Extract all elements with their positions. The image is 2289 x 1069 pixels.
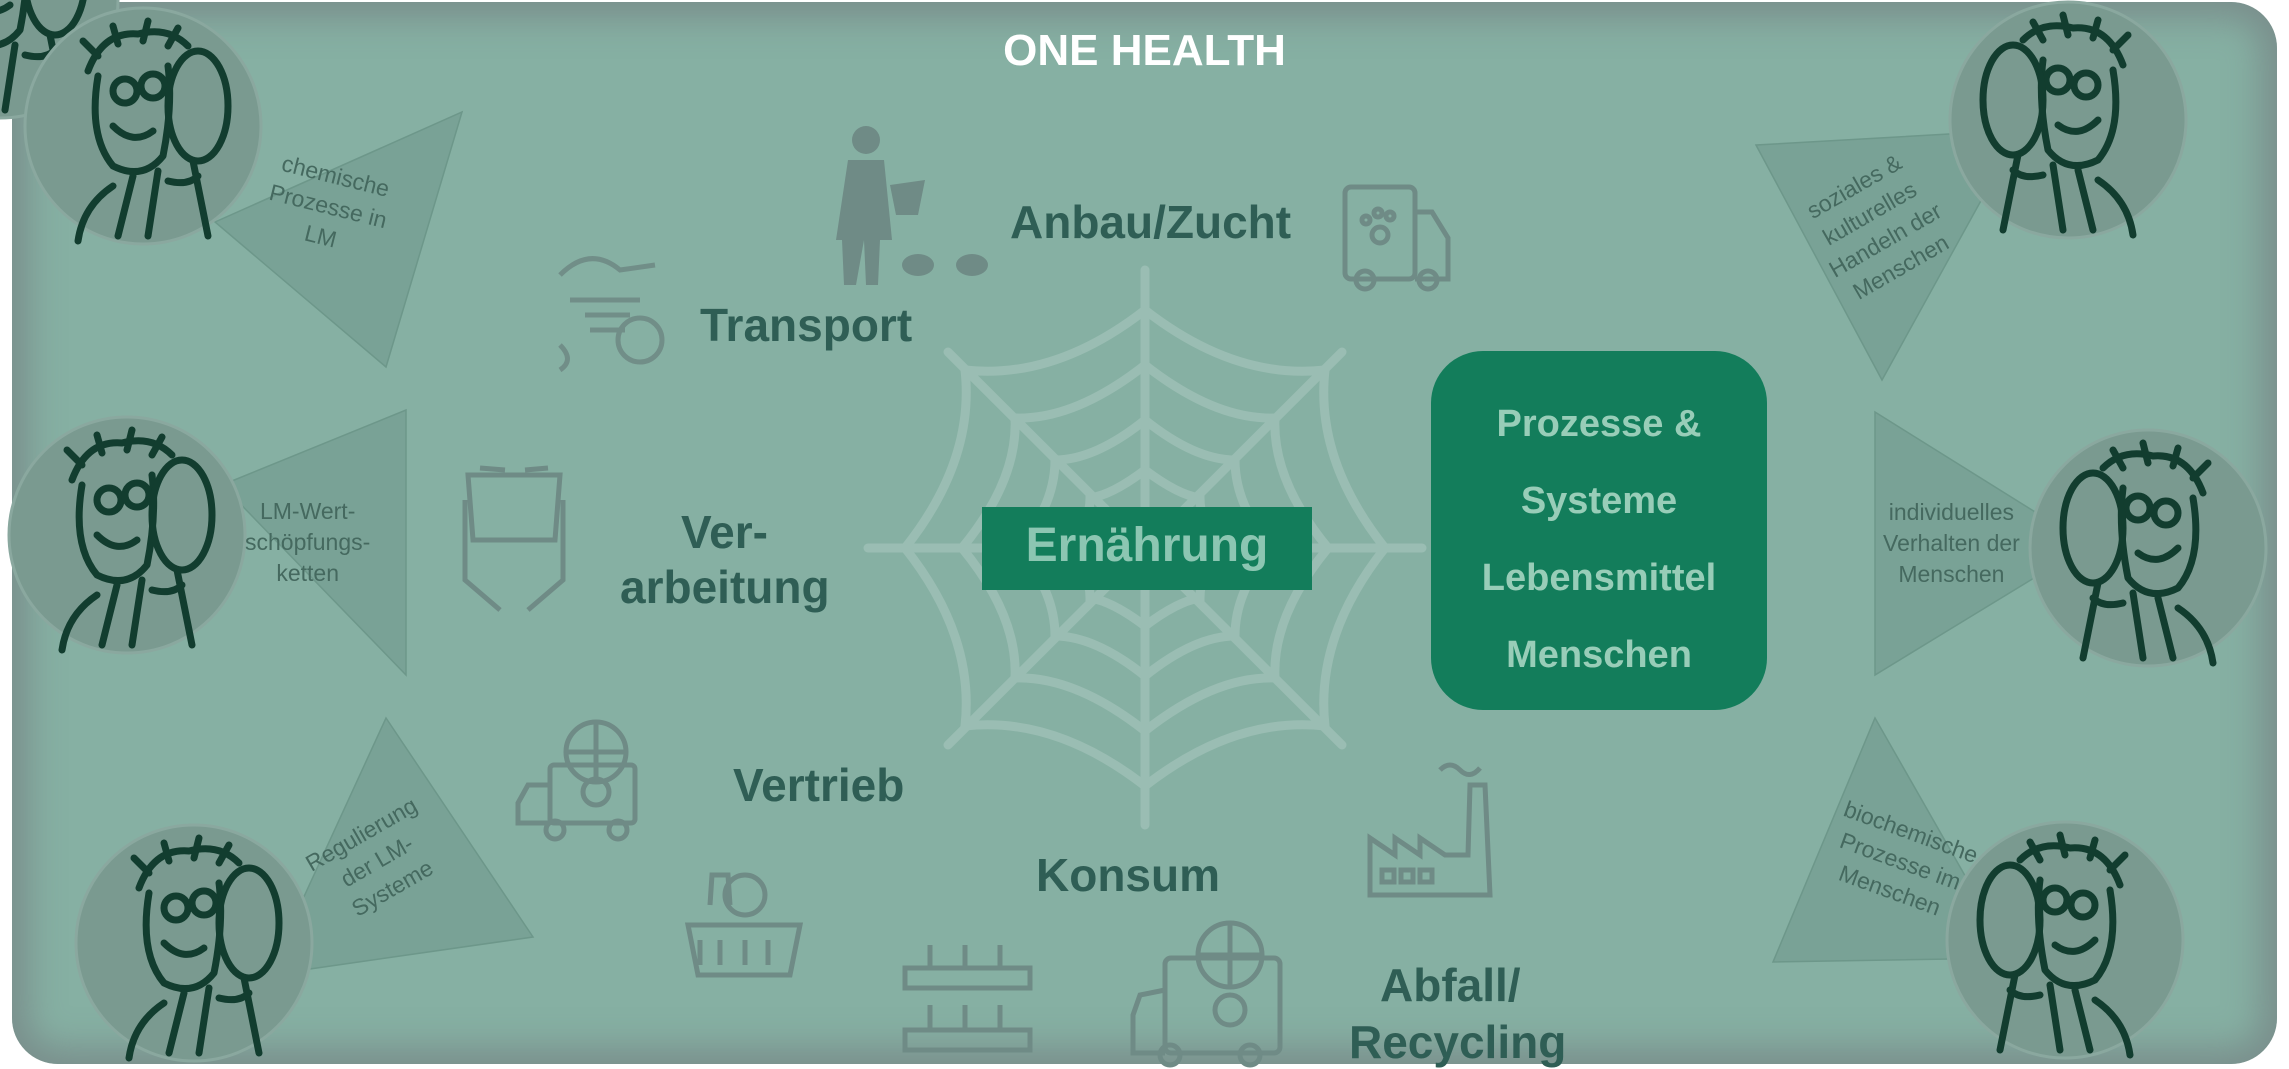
process-line-1: Prozesse & [1496,403,1702,445]
stage-label-verarbeitung-1: Ver- [681,506,768,558]
hands-holding-basket-icon [462,465,566,612]
stage-label-abfall: Abfall/ [1380,959,1521,1011]
perspective-triangle-left-top [213,110,464,369]
stage-label-transport: Transport [700,299,913,351]
pet-transport-truck-icon [1342,184,1451,292]
stage-label-recycling: Recycling [1349,1016,1567,1068]
perspective-triangle-right-top [1754,129,2022,382]
stage-label-vertrieb: Vertrieb [733,759,905,811]
perspective-triangle-left-bottom [266,716,535,976]
process-line-2: Systeme [1520,480,1678,522]
farmer-feeding-chickens-icon [836,126,988,285]
process-line-3: Lebensmittel [1481,557,1717,599]
factory-icon [1367,762,1493,898]
stage-label-verarbeitung-2: arbeitung [620,561,830,613]
perspective-text-left-middle: LM-Wert-schöpfungs-ketten [245,498,371,586]
center-label: Ernährung [1025,519,1269,572]
center-label-box [982,507,1312,590]
process-systems-box [1431,351,1767,710]
perspective-triangle-right-middle [1874,410,2090,677]
perspective-triangle-left-middle [220,408,407,677]
delivery-truck-globe-icon [1130,920,1283,1068]
delivery-truck-globe-icon [515,719,638,842]
process-line-4: Menschen [1506,634,1692,676]
stage-label-anbau: Anbau/Zucht [1010,196,1292,248]
shopping-basket-icon [684,872,804,978]
stage-label-konsum: Konsum [1036,849,1220,901]
seedlings-icon [902,945,1033,1053]
process-box-text: Prozesse & Systeme Lebensmittel Menschen [1431,386,1767,694]
food-waste-icon [558,256,665,373]
page-title: ONE HEALTH [1003,26,1286,75]
